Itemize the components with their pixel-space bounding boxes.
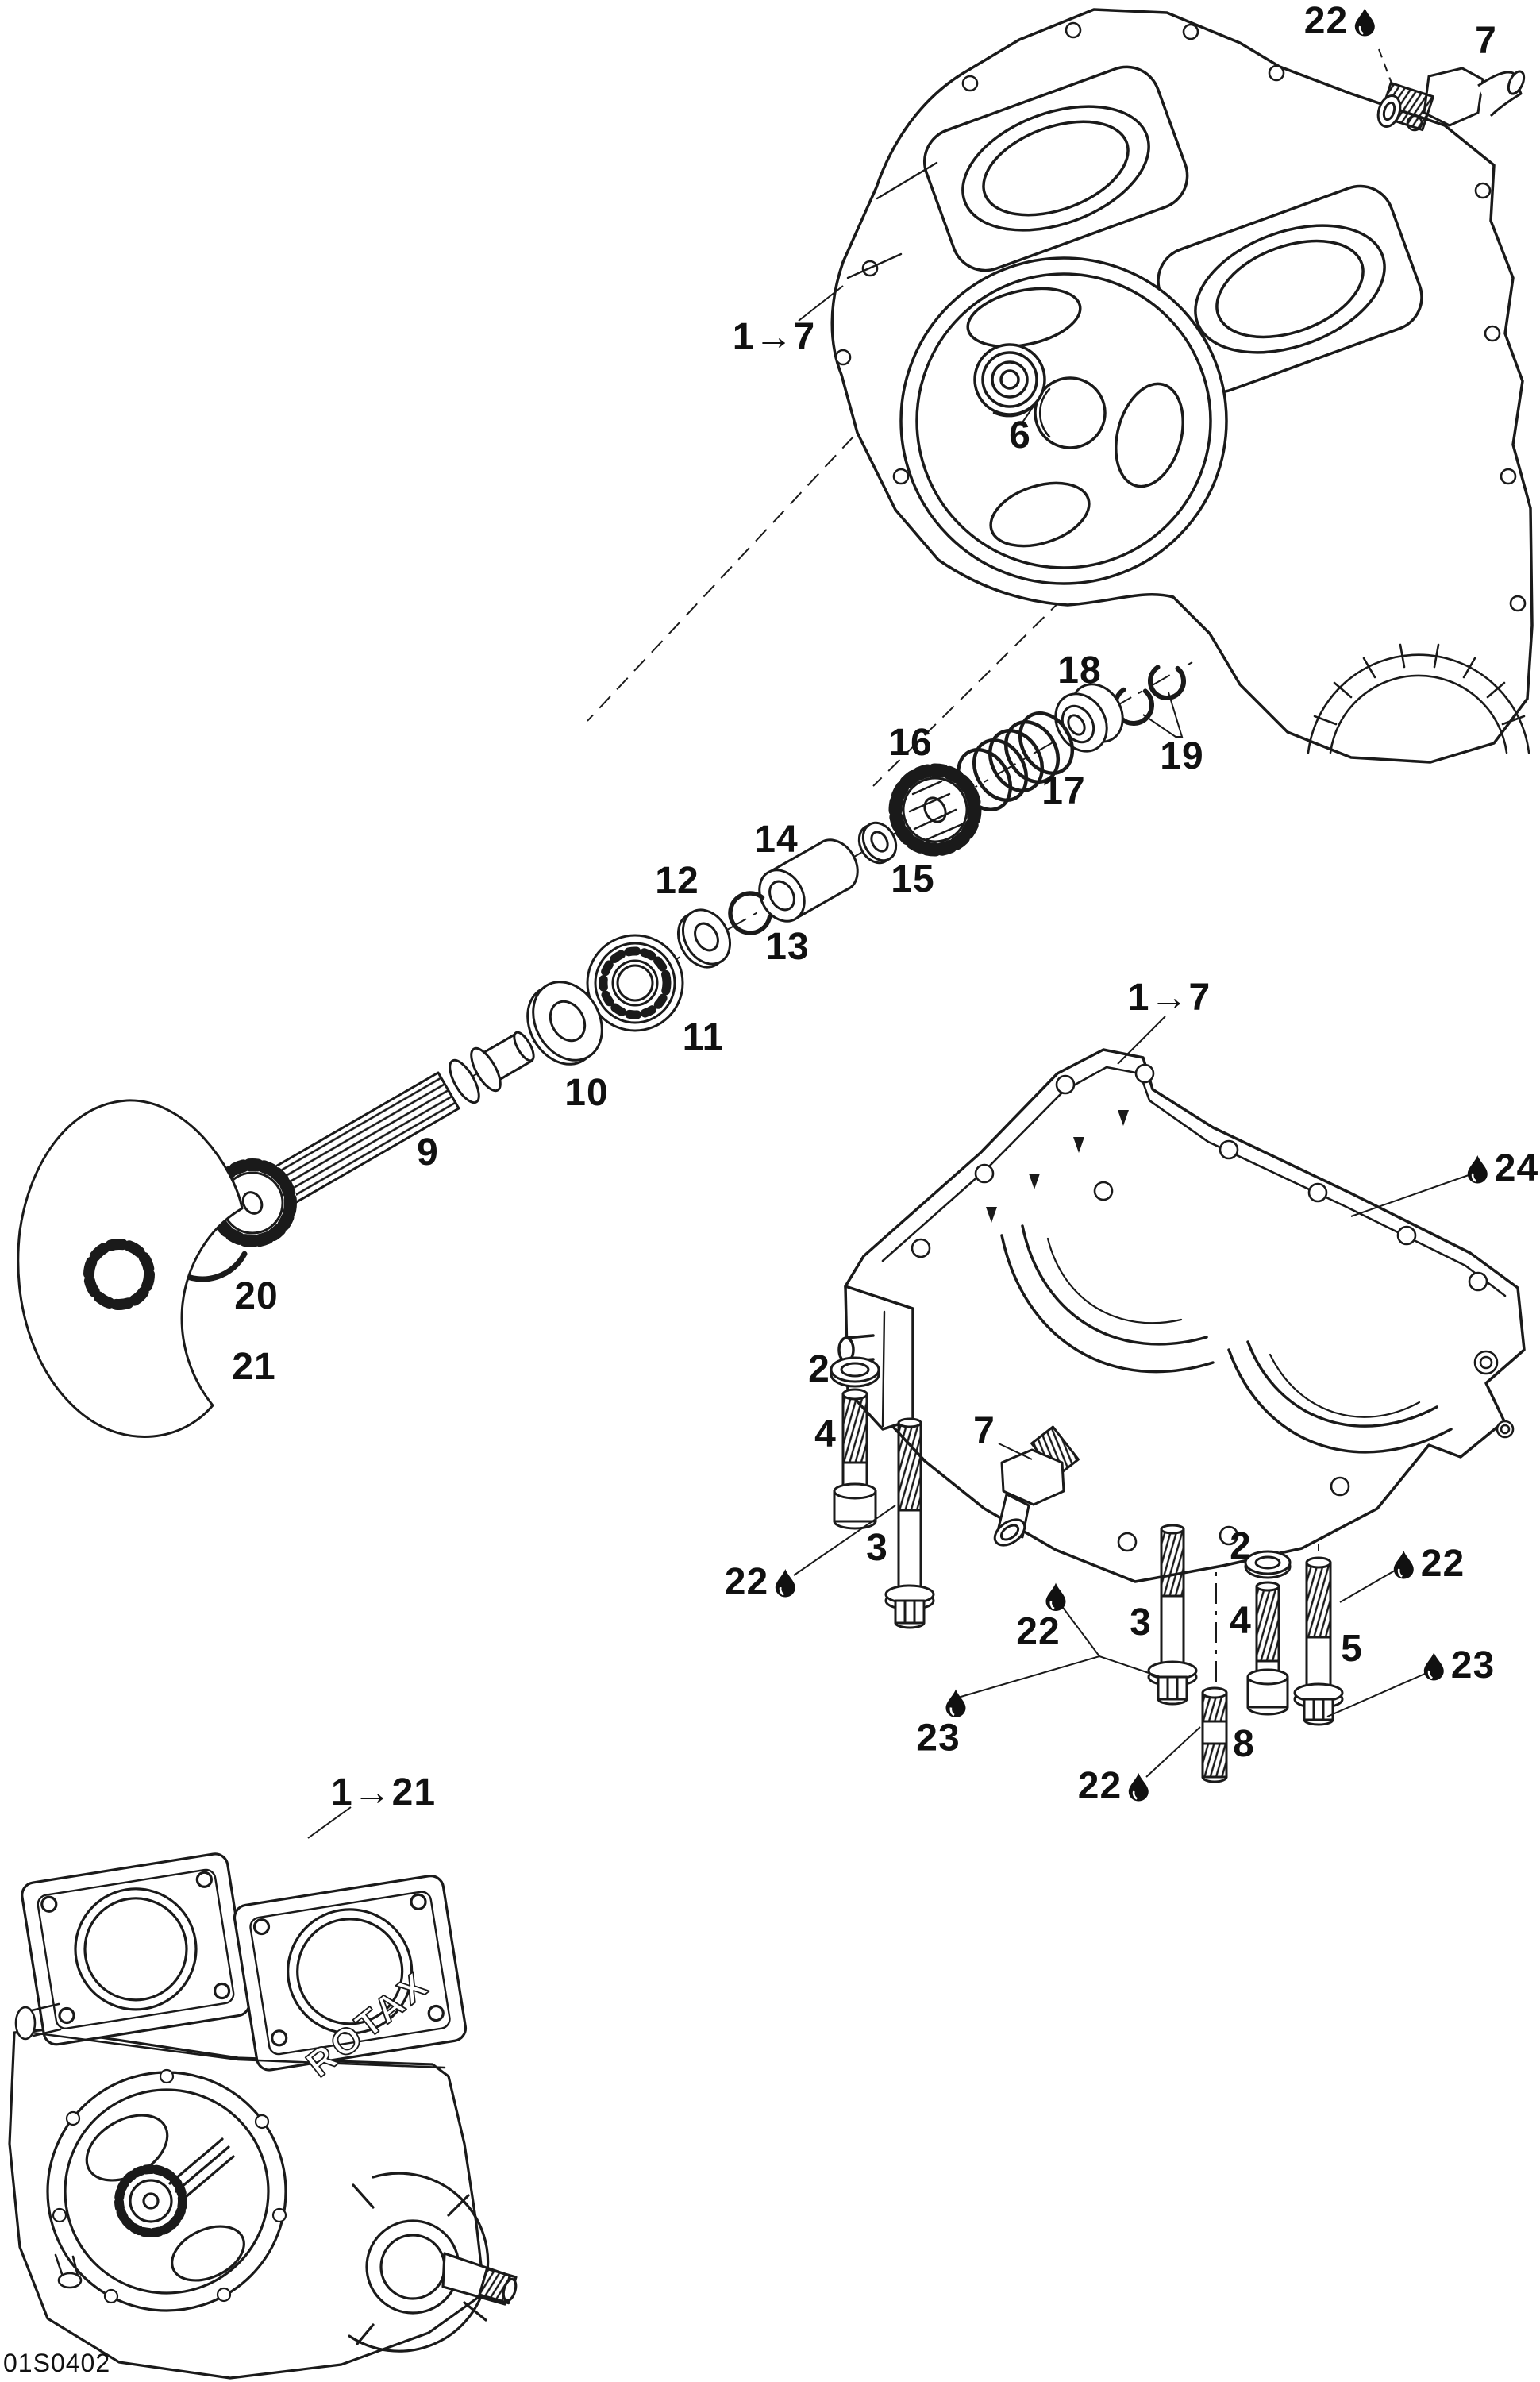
leader-lines [307,48,1469,1839]
part-21-rotary-valve [17,1099,244,1438]
part-15-shim [857,821,898,865]
part-8-stud [1201,1686,1228,1783]
cylinder-bore-left [922,65,1189,272]
part-4-bolt-right [1246,1581,1289,1716]
crank-saddle-ribs [1307,643,1530,754]
gasket-spikes [986,1110,1129,1223]
part-12-washer [676,908,732,969]
part-2-washer-right [1244,1550,1292,1579]
front-cover [46,2068,287,2312]
cylinder-left [21,1852,251,2046]
part-4-bolt-left [833,1388,877,1530]
shaft-exploded-assembly [17,662,1186,1438]
part-16-gear [888,763,982,857]
part-3-bolt-right [1147,1524,1198,1706]
engine-assembly-drawing: ROTAX [8,1852,518,2380]
document-code: 01S0402 [3,2349,111,2377]
small-fittings [14,2002,83,2289]
bearing-6-drawing [973,343,1046,418]
part-13-circlip [728,891,772,935]
rotary-valve-cover-face [899,256,1228,585]
cylinder-right [233,1875,468,2072]
bolt-holes-lower [911,1063,1515,1552]
crank-saddle-2 [1227,1340,1453,1454]
crankcase-lower-drawing [837,1048,1526,1583]
pump-gear [114,2137,235,2237]
part-18-seal [1054,683,1124,753]
part-7-fitting-lower [993,1425,1080,1547]
crank-saddle-1 [1000,1224,1215,1374]
part-14-spacer [758,838,859,923]
oil-fitting-7-top-drawing [1376,67,1526,132]
part-10-seal-ring [526,981,603,1066]
part-9-shaft [208,1031,535,1247]
magneto-and-shaft [348,2172,518,2353]
part-5-bolt [1293,1556,1344,1726]
fasteners-group [830,1356,1344,1783]
part-17-spring [956,711,1075,811]
part-3-bolt-left [884,1417,935,1629]
crankcase-upper-drawing [830,8,1534,764]
part-11-bearing [586,934,684,1032]
part-2-washer-left [830,1356,880,1388]
